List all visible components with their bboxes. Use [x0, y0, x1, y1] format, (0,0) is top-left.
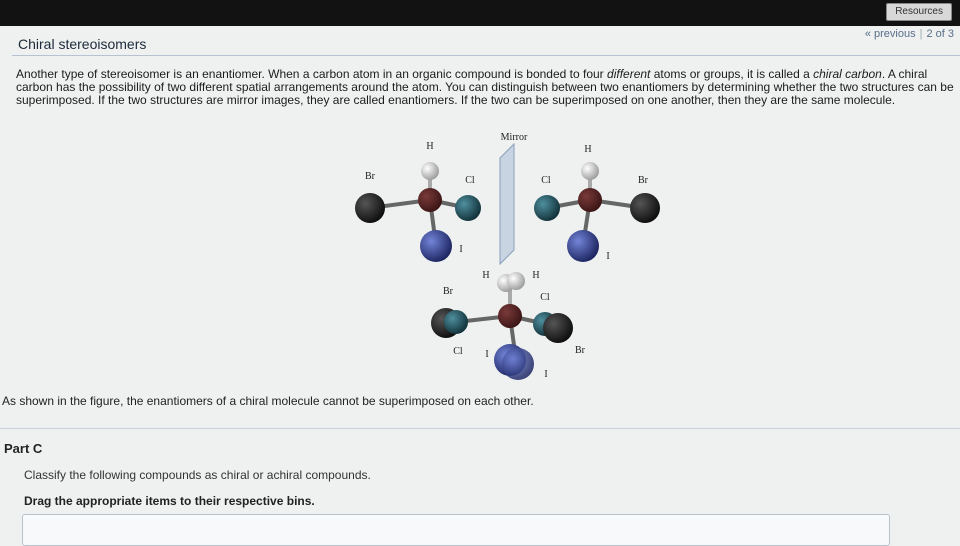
intro-emphasis-chiral-carbon: chiral carbon: [813, 67, 882, 81]
nav-separator: |: [919, 28, 923, 40]
label-i: I: [544, 369, 547, 380]
chlorine-atom: [455, 195, 481, 221]
page-title: Chiral stereoisomers: [18, 36, 147, 52]
title-divider: [12, 55, 960, 56]
part-c-drag-instruction: Drag the appropriate items to their resp…: [24, 494, 315, 508]
hydrogen-atom: [581, 162, 599, 180]
carbon-atom: [498, 304, 522, 328]
iodine-atom: [502, 348, 534, 380]
iodine-atom: [420, 230, 452, 262]
label-i: I: [485, 349, 488, 360]
intro-paragraph: Another type of stereoisomer is an enant…: [16, 68, 956, 107]
hydrogen-atom: [507, 272, 525, 290]
intro-text-2: atoms or groups, it is called a: [650, 67, 814, 81]
right-molecule: H Cl Br I: [534, 144, 660, 262]
intro-emphasis-different: different: [607, 67, 651, 81]
chlorine-atom: [534, 195, 560, 221]
label-br: Br: [575, 345, 586, 356]
mirror-label: Mirror: [501, 132, 528, 143]
carbon-atom: [578, 188, 602, 212]
mirror-plane: [499, 142, 515, 266]
label-h: H: [426, 141, 433, 152]
resources-button[interactable]: Resources: [886, 3, 952, 21]
intro-text-1: Another type of stereoisomer is an enant…: [16, 67, 608, 81]
label-cl: Cl: [465, 175, 475, 186]
label-h: H: [584, 144, 591, 155]
drag-item-area[interactable]: [22, 514, 890, 546]
bromine-atom: [630, 193, 660, 223]
label-cl: Cl: [453, 346, 463, 357]
bromine-atom: [543, 313, 573, 343]
label-h: H: [532, 270, 539, 281]
section-divider: [0, 428, 960, 429]
label-br: Br: [638, 175, 649, 186]
left-molecule: H Br Cl I: [355, 141, 481, 262]
label-br: Br: [443, 286, 454, 297]
label-h: H: [482, 270, 489, 281]
label-i: I: [606, 251, 609, 262]
previous-link[interactable]: « previous: [864, 28, 916, 40]
part-c-instruction: Classify the following compounds as chir…: [24, 468, 371, 482]
carbon-atom: [418, 188, 442, 212]
bromine-atom: [355, 193, 385, 223]
figure-caption: As shown in the figure, the enantiomers …: [2, 394, 534, 408]
part-c-label: Part C: [4, 441, 43, 456]
label-i: I: [459, 244, 462, 255]
enantiomer-figure: Mirror H Br Cl I H Cl Br I: [355, 132, 660, 380]
label-br: Br: [365, 171, 376, 182]
top-bar: Resources: [0, 0, 960, 26]
chlorine-atom: [444, 310, 468, 334]
label-cl: Cl: [540, 292, 550, 303]
superimposed-molecules: H H Br Cl Cl Br I I: [431, 270, 586, 380]
intro-text-3: . A chiral carbon has the possibility of…: [16, 67, 954, 107]
question-position: 2 of 3: [926, 28, 954, 40]
label-cl: Cl: [541, 175, 551, 186]
hydrogen-atom: [421, 162, 439, 180]
iodine-atom: [567, 230, 599, 262]
question-navigation: « previous|2 of 3: [865, 28, 954, 40]
